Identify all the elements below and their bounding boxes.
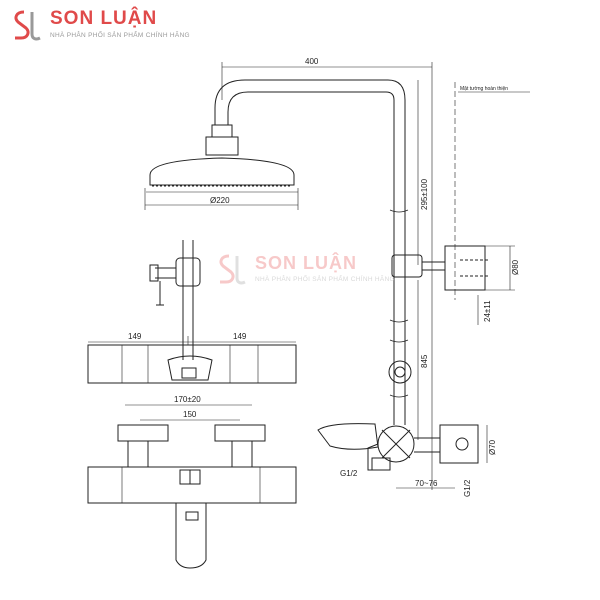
dim-left-half: 149 <box>128 332 142 341</box>
dim-riser-adjust: 295±100 <box>420 178 429 210</box>
watermark-tagline: NHÀ PHÂN PHỐI SẢN PHẨM CHÍNH HÃNG <box>255 276 395 283</box>
diverter-knob <box>388 360 412 384</box>
shower-head <box>146 124 298 193</box>
riser-pipe <box>389 209 409 425</box>
dim-thread-right: G1/2 <box>463 479 472 497</box>
dim-head-diameter: Ø220 <box>210 196 230 205</box>
slide-bracket <box>391 245 490 291</box>
watermark-logo: SON LUẬN NHÀ PHÂN PHỐI SẢN PHẨM CHÍNH HÃ… <box>215 252 395 288</box>
dim-center-nominal: 150 <box>183 410 197 419</box>
dim-riser-height: 845 <box>420 354 429 368</box>
dim-valve-width: Ø70 <box>488 439 497 455</box>
front-mixer-bottom <box>87 424 297 569</box>
front-slider <box>149 240 201 360</box>
wall-note: Mặt tường hoàn thiện <box>460 86 508 92</box>
dim-bracket-height: Ø80 <box>511 259 520 275</box>
dim-right-half: 149 <box>233 332 247 341</box>
front-mixer-top <box>87 344 297 384</box>
dim-wall-depth: 70~76 <box>415 479 438 488</box>
dim-arm-width: 400 <box>305 57 319 66</box>
logo-mark-icon <box>14 10 41 41</box>
watermark-name: SON LUẬN <box>255 253 357 273</box>
watermark-mark-icon <box>219 254 246 285</box>
brand-tagline: NHÀ PHÂN PHỐI SẢN PHẨM CHÍNH HÃNG <box>50 32 190 39</box>
dim-bracket-offset: 24±11 <box>483 300 492 322</box>
brand-logo: SON LUẬN NHÀ PHÂN PHỐI SẢN PHẨM CHÍNH HÃ… <box>10 8 190 44</box>
dim-thread-left: G1/2 <box>340 469 358 478</box>
side-valve <box>317 423 479 471</box>
shower-arm <box>214 79 406 250</box>
dim-center-range: 170±20 <box>174 395 201 404</box>
brand-name: SON LUẬN <box>50 8 158 29</box>
